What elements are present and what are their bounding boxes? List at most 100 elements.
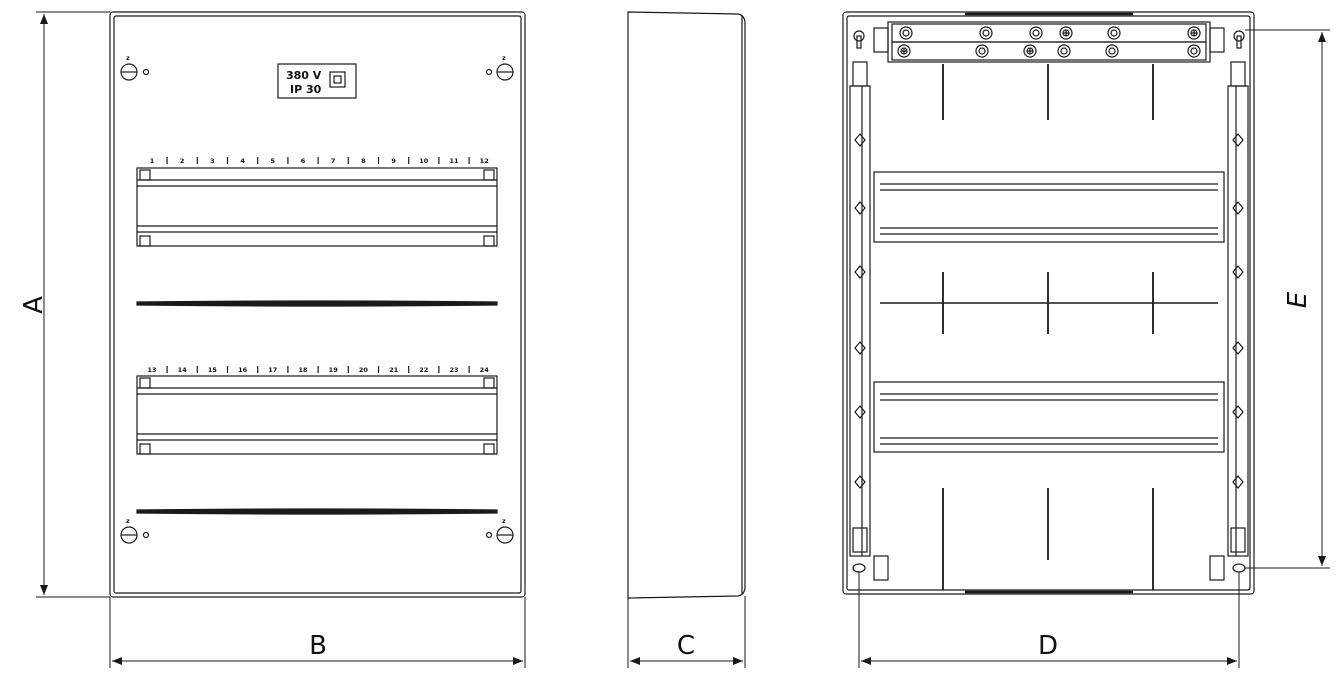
front-outer-frame bbox=[109, 11, 526, 598]
terminal-screw-head bbox=[982, 29, 990, 37]
din-rail-1 bbox=[136, 167, 498, 247]
clip-bottom-right bbox=[1209, 555, 1225, 581]
dim-c-label: C bbox=[677, 631, 695, 661]
module-number: 17 bbox=[268, 366, 277, 374]
terminal-screw-head bbox=[1190, 47, 1198, 55]
inner-view bbox=[842, 11, 1255, 595]
rating-voltage: 380 V bbox=[286, 69, 322, 82]
inner-wall bbox=[846, 15, 1251, 591]
clip-top-left bbox=[873, 27, 889, 53]
terminal-screw bbox=[1029, 26, 1043, 40]
module-number: 18 bbox=[298, 366, 308, 374]
screw-top-right bbox=[485, 63, 514, 81]
strip-clip bbox=[854, 341, 866, 355]
side-view bbox=[627, 11, 746, 599]
module-number: 1 bbox=[150, 157, 155, 165]
terminal-screw bbox=[899, 26, 913, 40]
terminal-screw bbox=[1107, 26, 1121, 40]
dim-d-label: D bbox=[1038, 631, 1058, 661]
terminal-screw bbox=[1187, 26, 1201, 40]
strip-clip bbox=[1232, 201, 1244, 215]
inner-rail-2 bbox=[873, 381, 1225, 453]
strip-clip bbox=[1232, 133, 1244, 147]
inner-rail-1 bbox=[873, 171, 1225, 243]
strip-clip bbox=[854, 475, 866, 489]
terminal-screw-head bbox=[978, 47, 986, 55]
strip-clips bbox=[854, 133, 1244, 489]
module-number: 3 bbox=[210, 157, 215, 165]
module-number: 24 bbox=[480, 366, 490, 374]
terminal-screws bbox=[897, 26, 1201, 58]
mount-hole-bottom-right bbox=[1232, 563, 1246, 573]
dim-e-label: E bbox=[1283, 291, 1313, 308]
earth-symbol bbox=[329, 71, 346, 88]
terminal-screw bbox=[1187, 44, 1201, 58]
terminal-screw-head bbox=[1110, 29, 1118, 37]
rating-plate bbox=[277, 63, 357, 99]
keyhole-top-right bbox=[1233, 30, 1245, 49]
module-number: 2 bbox=[180, 157, 185, 165]
dim-b-label: B bbox=[309, 631, 327, 661]
screw-mark-tr: z bbox=[502, 54, 506, 62]
side-profile bbox=[627, 11, 746, 599]
module-number: 8 bbox=[361, 157, 366, 165]
terminal-screw-cross bbox=[1191, 30, 1197, 36]
blank-strip-1 bbox=[136, 300, 498, 307]
screw-top-left bbox=[120, 63, 150, 81]
left-mounting-strip bbox=[849, 61, 871, 557]
module-number: 9 bbox=[391, 157, 396, 165]
terminal-screw-cross bbox=[1027, 48, 1033, 54]
terminal-screw bbox=[897, 44, 911, 58]
terminal-screw bbox=[1105, 44, 1119, 58]
keyhole-top-left bbox=[853, 30, 865, 49]
front-view bbox=[109, 11, 526, 598]
rating-ip: IP 30 bbox=[290, 83, 322, 96]
module-number: 14 bbox=[178, 366, 188, 374]
front-door bbox=[113, 15, 522, 594]
module-number: 4 bbox=[240, 157, 245, 165]
screw-mark-bl: z bbox=[126, 517, 130, 525]
module-number: 11 bbox=[449, 157, 459, 165]
strip-clip bbox=[854, 405, 866, 419]
strip-clip bbox=[854, 201, 866, 215]
module-number: 20 bbox=[359, 366, 369, 374]
strip-clip bbox=[1232, 341, 1244, 355]
dimension-lines bbox=[36, 11, 1330, 668]
module-number: 13 bbox=[147, 366, 156, 374]
terminal-screw bbox=[1059, 26, 1073, 40]
screw-bottom-right bbox=[485, 526, 514, 544]
module-number: 16 bbox=[238, 366, 248, 374]
strip-clip bbox=[1232, 405, 1244, 419]
screw-mark-br: z bbox=[502, 517, 506, 525]
blank-strip-2 bbox=[136, 508, 498, 515]
strip-clip bbox=[854, 265, 866, 279]
strip-clip bbox=[1232, 475, 1244, 489]
terminal-screw-cross bbox=[1063, 30, 1069, 36]
terminal-screw bbox=[1023, 44, 1037, 58]
terminal-screw-cross bbox=[901, 48, 907, 54]
inner-ribs bbox=[942, 64, 1154, 590]
module-number: 21 bbox=[389, 366, 399, 374]
terminal-screw-head bbox=[1032, 29, 1040, 37]
module-number: 7 bbox=[331, 157, 336, 165]
dim-a-label: A bbox=[19, 296, 49, 314]
module-number: 15 bbox=[208, 366, 218, 374]
module-number: 5 bbox=[271, 157, 276, 165]
rail2-numbers: 13 14 15 16 17 18 19 20 21 22 23 24 bbox=[147, 366, 489, 374]
terminal-screw-head bbox=[1108, 47, 1116, 55]
terminal-screw-head bbox=[902, 29, 910, 37]
module-number: 23 bbox=[449, 366, 458, 374]
din-rail-2 bbox=[136, 375, 498, 455]
right-mounting-strip bbox=[1227, 61, 1249, 557]
strip-clip bbox=[854, 133, 866, 147]
module-number: 22 bbox=[419, 366, 428, 374]
clip-bottom-left bbox=[873, 555, 889, 581]
terminal-screw bbox=[1057, 44, 1071, 58]
strip-clip bbox=[1232, 265, 1244, 279]
terminal-screw-head bbox=[1060, 47, 1068, 55]
rail2-ticks bbox=[166, 366, 470, 373]
module-number: 19 bbox=[329, 366, 339, 374]
